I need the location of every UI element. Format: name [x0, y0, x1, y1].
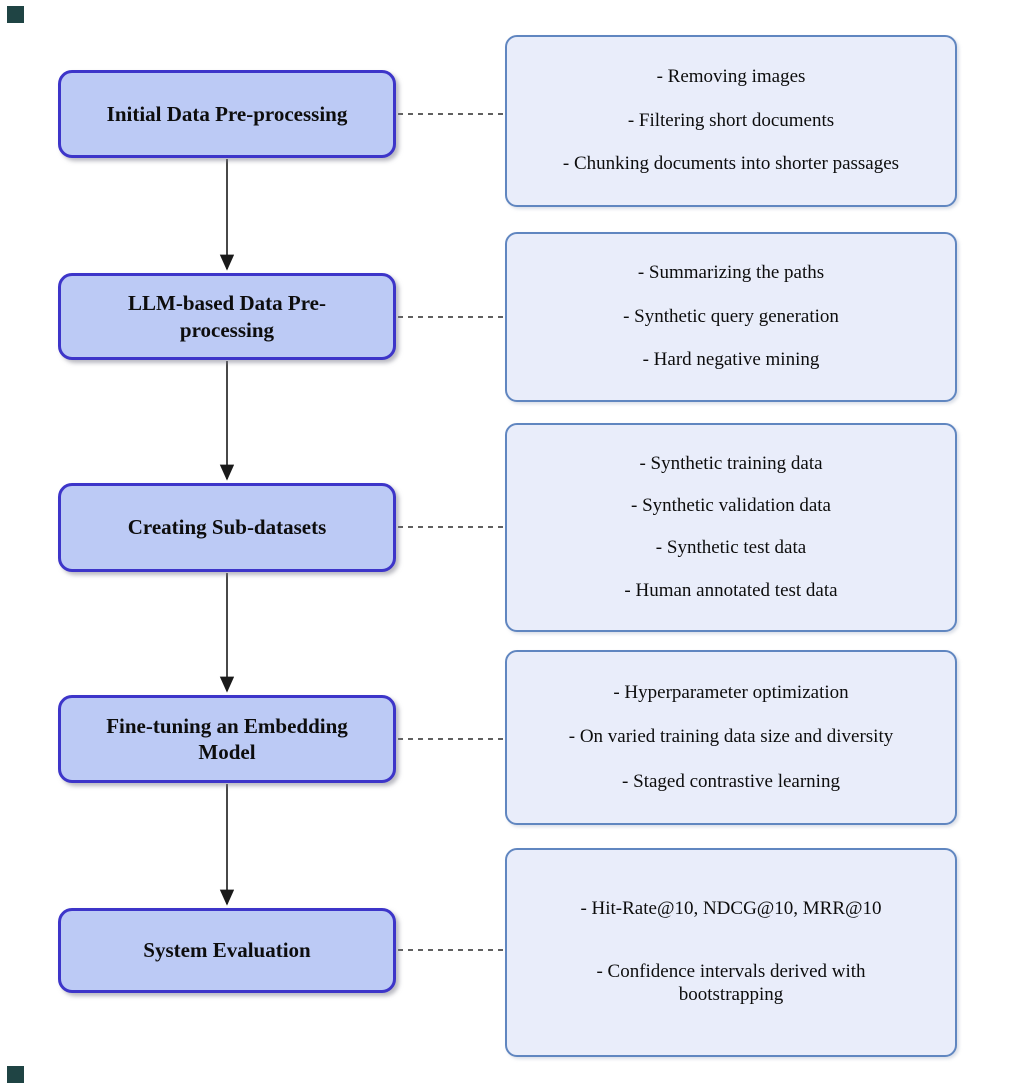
- detail-item: - Hard negative mining: [642, 348, 820, 370]
- detail-item: - Synthetic test data: [655, 537, 807, 559]
- detail-item: - On varied training data size and diver…: [568, 726, 894, 748]
- detail-item: - Filtering short documents: [627, 109, 835, 131]
- detail-item: - Hyperparameter optimization: [613, 681, 849, 703]
- detail-box-creating-sub-datasets: - Synthetic training data - Synthetic va…: [505, 423, 957, 632]
- stage-title: LLM-based Data Pre- processing: [128, 291, 326, 342]
- corner-marker-top-left: [7, 6, 24, 23]
- detail-item: - Synthetic training data: [639, 452, 823, 474]
- corner-marker-bottom-left: [7, 1066, 24, 1083]
- detail-box-initial-data-preprocessing: - Removing images - Filtering short docu…: [505, 35, 957, 207]
- stage-box-fine-tuning-embedding-model: Fine-tuning an Embedding Model: [58, 695, 396, 783]
- stage-title: Fine-tuning an Embedding Model: [106, 713, 348, 764]
- detail-item: - Human annotated test data: [624, 579, 838, 601]
- detail-box-system-evaluation: - Hit-Rate@10, NDCG@10, MRR@10 - Confide…: [505, 848, 957, 1057]
- detail-item: - Synthetic query generation: [623, 305, 839, 327]
- detail-box-fine-tuning-embedding-model: - Hyperparameter optimization - On varie…: [505, 650, 957, 825]
- stage-box-llm-based-data-preprocessing: LLM-based Data Pre- processing: [58, 273, 396, 360]
- detail-item: - Removing images: [656, 65, 806, 87]
- detail-item: - Hit-Rate@10, NDCG@10, MRR@10: [580, 898, 882, 920]
- stage-title: System Evaluation: [143, 938, 311, 963]
- detail-box-llm-based-data-preprocessing: - Summarizing the paths - Synthetic quer…: [505, 232, 957, 402]
- detail-item: - Synthetic validation data: [631, 494, 831, 516]
- stage-title: Creating Sub-datasets: [127, 515, 327, 540]
- detail-item: - Confidence intervals derived with boot…: [596, 961, 866, 1005]
- detail-item: - Summarizing the paths: [637, 262, 825, 284]
- stage-box-initial-data-preprocessing: Initial Data Pre-processing: [58, 70, 396, 158]
- detail-item: - Staged contrastive learning: [622, 770, 840, 792]
- stage-box-creating-sub-datasets: Creating Sub-datasets: [58, 483, 396, 572]
- detail-item: - Chunking documents into shorter passag…: [562, 153, 900, 175]
- stage-box-system-evaluation: System Evaluation: [58, 908, 396, 993]
- stage-title: Initial Data Pre-processing: [106, 101, 348, 126]
